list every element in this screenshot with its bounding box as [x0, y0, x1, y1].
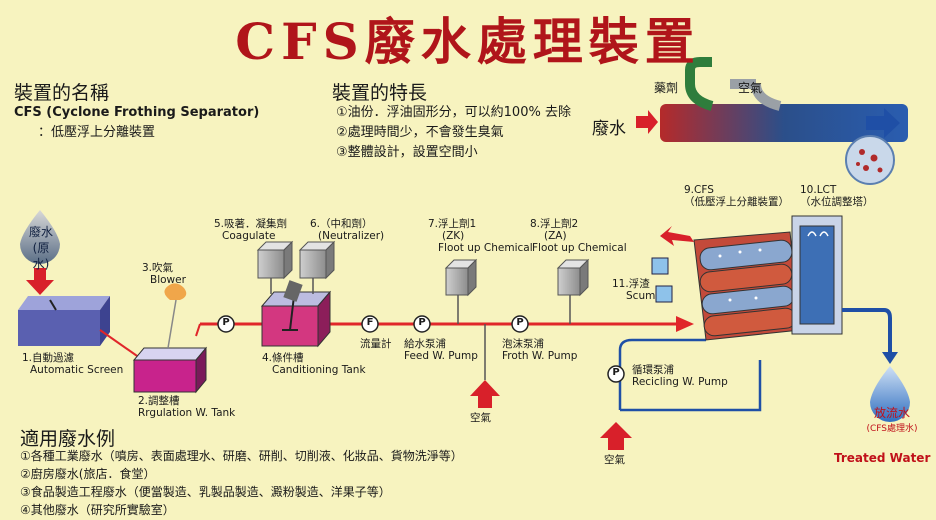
pipe-inset	[636, 57, 908, 185]
feature-item: ②處理時間少，不會發生臭氣	[336, 125, 504, 140]
lct-tower	[791, 215, 843, 335]
source-drop	[20, 210, 60, 264]
applications-heading: 適用廢水例	[20, 428, 116, 450]
coagulate-box	[256, 240, 294, 280]
flowmeter-label: 流量計	[360, 338, 392, 350]
float-chemical-1-label: 7.浮上劑1 (ZK) Floot up Chemical	[428, 218, 533, 254]
scum-bucket-2	[655, 285, 673, 303]
blower-icon	[164, 283, 187, 300]
neutralizer-label: 6.（中和劑） (Neutralizer)	[310, 218, 385, 242]
feed-pump-label: 給水泵浦 Feed W. Pump	[404, 338, 478, 362]
wastewater-arrow	[636, 110, 658, 134]
recycle-pump-label: 循環泵浦 Recicling W. Pump	[632, 364, 728, 388]
device-name-zh: ：低壓浮上分離裝置	[38, 125, 156, 140]
cfs-unit	[693, 231, 801, 341]
automatic-screen	[18, 296, 110, 346]
air-arrow-1	[470, 380, 500, 408]
bubble-magnifier	[845, 135, 895, 185]
screen-label: 1.自動過濾 Automatic Screen	[22, 352, 124, 376]
pump-1-letter: P	[222, 317, 230, 328]
features-heading: 裝置的特長	[332, 82, 428, 104]
mixing-pipe	[660, 104, 908, 142]
source-arrow	[26, 268, 54, 295]
inset-air-label: 空氣	[738, 81, 763, 95]
inflow-arrow	[676, 316, 694, 332]
float-chemical-2-box	[556, 258, 590, 297]
regulation-tank	[132, 346, 208, 394]
treated-water-label: Treated Water	[834, 451, 931, 465]
blower-label: 3.吹氣 Blower	[142, 262, 186, 286]
application-item: ②廚房廢水(旅店．食堂）	[20, 467, 156, 481]
coagulate-label: 5.吸著．凝集劑 Coagulate	[214, 218, 288, 242]
application-item: ①各種工業廢水（噴房、表面處理水、研磨、研削、切削液、化妝品、貨物洗淨等）	[20, 449, 463, 463]
float-chemical-2-label: 8.浮上劑2 (ZA) Floot up Chemical	[530, 218, 627, 254]
air-arrow-2	[600, 422, 632, 450]
recycle-line	[618, 338, 706, 410]
neutralizer-box	[298, 240, 336, 280]
discharge-drop	[870, 366, 910, 422]
conditioning-tank	[260, 280, 332, 348]
air-inlet-pipe	[751, 83, 782, 111]
page-title: CFS廢水處理裝置	[235, 12, 701, 71]
flow-meter	[361, 315, 379, 333]
scum-out-arrow	[660, 226, 694, 246]
device-name-en: CFS (Cyclone Frothing Separator)	[14, 105, 260, 120]
froth-pump-letter: P	[516, 317, 524, 328]
froth-pump	[511, 315, 529, 333]
cfs-label: 9.CFS （低壓浮上分離裝置）	[684, 184, 789, 208]
application-item: ③食品製造工程廢水（便當製造、乳製品製造、澱粉製造、洋果子等）	[20, 485, 391, 499]
conditioning-label: 4.條件槽 Canditioning Tank	[262, 352, 366, 376]
flow-meter-letter: F	[366, 317, 374, 328]
air-2-label: 空氣	[604, 454, 625, 466]
feed-pump-letter: P	[418, 317, 426, 328]
froth-pump-label: 泡沫泵浦 Froth W. Pump	[502, 338, 578, 362]
application-item: ④其他廢水（研究所實驗室）	[20, 503, 175, 517]
feed-pump	[413, 315, 431, 333]
feature-item: ③整體設計，設置空間小	[336, 145, 478, 160]
float-chemical-1-box	[444, 258, 478, 297]
recycle-pump	[607, 365, 625, 383]
flow-out-arrow	[866, 108, 900, 138]
tank-label: 2.調整槽 Rrgulation W. Tank	[138, 395, 236, 419]
chem-inlet-pipe	[685, 57, 712, 84]
discharge-drop-label: 放流水 (CFS處理水)	[866, 406, 918, 434]
scum-label: 11.浮渣 Scum	[612, 278, 656, 302]
lct-label: 10.LCT （水位調整塔）	[800, 184, 874, 208]
source-drop-label: 廢水 (原水)	[28, 225, 53, 271]
discharge-pipe	[842, 308, 892, 354]
inset-chem-label: 藥劑	[654, 81, 679, 95]
device-name-heading: 裝置的名稱	[14, 82, 110, 104]
feature-item: ①油份．浮油固形分，可以約100% 去除	[336, 105, 571, 120]
pump-1	[217, 315, 235, 333]
recycle-pump-letter: P	[612, 367, 620, 378]
scum-bucket-1	[651, 257, 669, 275]
air-1-label: 空氣	[470, 412, 491, 424]
inset-wastewater-label: 廢水	[592, 119, 626, 139]
